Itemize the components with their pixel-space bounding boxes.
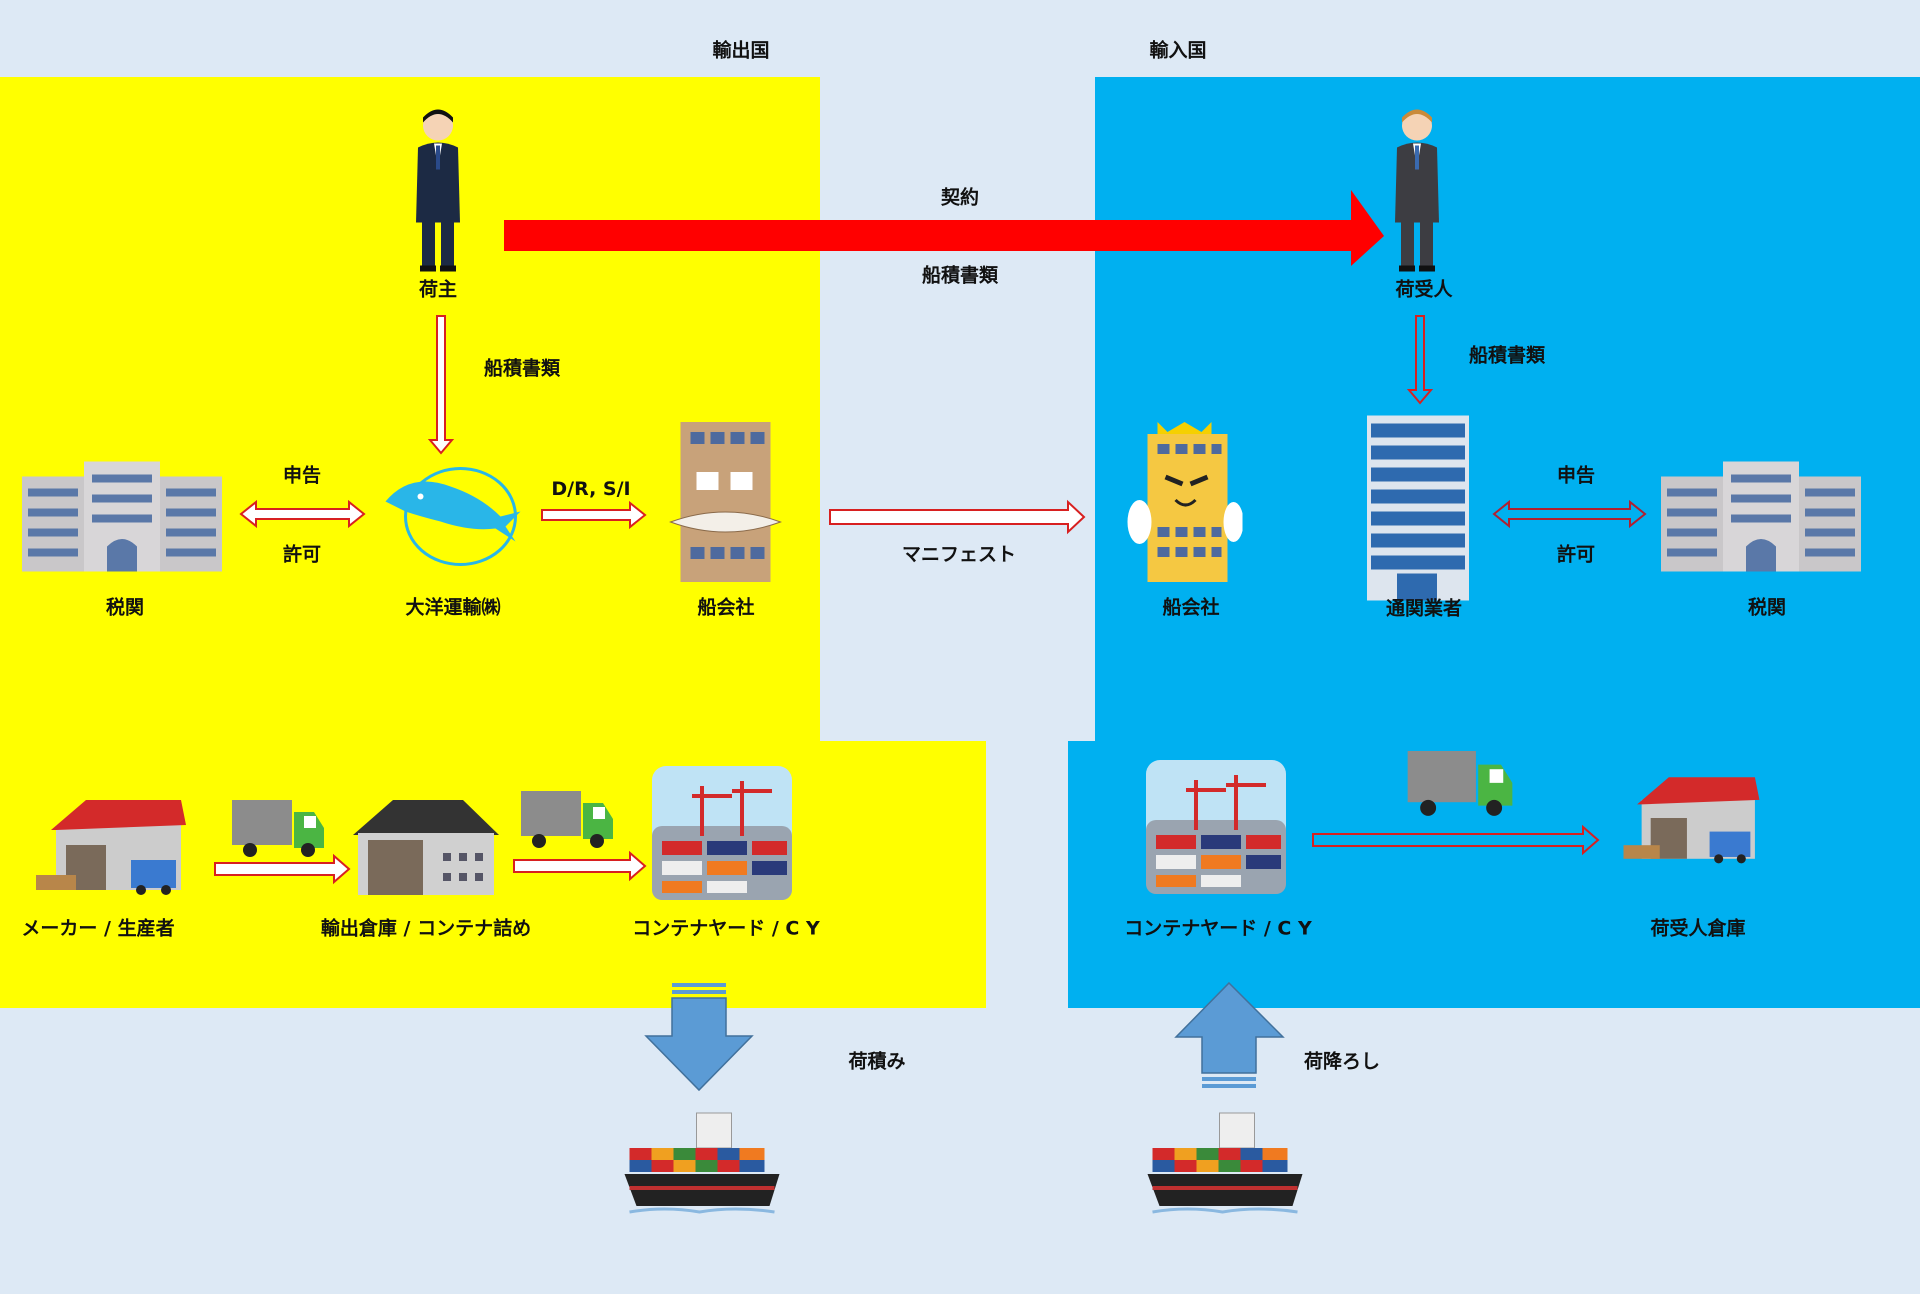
permit-label-import: 許可 — [1556, 543, 1596, 566]
truck-icon — [521, 791, 613, 849]
customs-building-icon-import — [1661, 457, 1861, 572]
shipping-docs-label: 船積書類 — [921, 264, 999, 287]
container-yard-icon — [652, 766, 792, 900]
office-tower-icon — [1367, 415, 1469, 601]
customs-label-import: 税関 — [1747, 596, 1787, 619]
truck-icon — [1406, 751, 1514, 817]
dolphin-logo-icon — [381, 457, 526, 572]
dr-si-label: D/R, S/I — [551, 478, 631, 500]
warehouse-to-cy-arrow — [513, 850, 647, 882]
shipping-company-label-export: 船会社 — [697, 596, 755, 619]
declare-permit-arrow-import — [1492, 499, 1647, 529]
shipping-company-building-icon — [669, 422, 784, 582]
dr-si-arrow — [541, 500, 647, 530]
container-yard-label-export: コンテナヤード / C Y — [632, 917, 820, 940]
unloading-arrow — [1174, 981, 1285, 1088]
shipper-label: 荷主 — [418, 278, 458, 301]
container-yard-label-import: コンテナヤード / C Y — [1124, 917, 1312, 940]
container-yard-icon-import — [1146, 760, 1286, 894]
export-warehouse-label: 輸出倉庫 / コンテナ詰め — [320, 917, 532, 940]
unloading-label: 荷降ろし — [1303, 1050, 1381, 1073]
shipping-company-label-import: 船会社 — [1162, 596, 1220, 619]
cy-to-consignee-arrow — [1312, 824, 1600, 856]
shipping-company-building-icon-import — [1127, 422, 1243, 582]
consignee-label: 荷受人 — [1395, 278, 1453, 301]
export-country-label: 輸出国 — [712, 39, 770, 62]
export-zone — [0, 77, 820, 741]
declare-label-import: 申告 — [1556, 464, 1596, 487]
customs-broker-label: 通関業者 — [1385, 597, 1463, 620]
loading-label: 荷積み — [848, 1050, 906, 1073]
export-docs-label: 船積書類 — [483, 357, 561, 380]
import-docs-label: 船積書類 — [1468, 344, 1546, 367]
maker-to-warehouse-arrow — [214, 853, 351, 885]
manifest-arrow — [829, 499, 1086, 535]
import-zone — [1095, 77, 1920, 741]
export-warehouse-icon — [353, 795, 499, 895]
consignee-person-icon — [1389, 108, 1445, 273]
contract-arrow — [504, 190, 1384, 266]
container-ship-icon — [624, 1108, 780, 1218]
container-ship-icon-import — [1145, 1108, 1305, 1218]
customs-building-icon — [22, 457, 222, 572]
customs-label-export: 税関 — [105, 596, 145, 619]
import-country-label: 輸入国 — [1149, 39, 1207, 62]
maker-warehouse-icon — [36, 795, 196, 895]
declare-label-export: 申告 — [282, 464, 322, 487]
consignee-warehouse-icon — [1623, 768, 1769, 868]
declare-permit-arrow-export — [239, 499, 366, 529]
docs-down-arrow-import — [1406, 315, 1434, 405]
contract-label: 契約 — [940, 186, 980, 209]
manifest-label: マニフェスト — [901, 543, 1017, 566]
consignee-warehouse-label: 荷受人倉庫 — [1650, 917, 1746, 940]
truck-icon — [232, 800, 324, 858]
shipper-person-icon — [410, 108, 466, 273]
maker-label: メーカー / 生産者 — [21, 917, 175, 940]
permit-label-export: 許可 — [282, 543, 322, 566]
forwarder-label: 大洋運輸㈱ — [405, 596, 501, 619]
loading-arrow — [644, 983, 754, 1092]
docs-down-arrow-export — [427, 315, 455, 455]
